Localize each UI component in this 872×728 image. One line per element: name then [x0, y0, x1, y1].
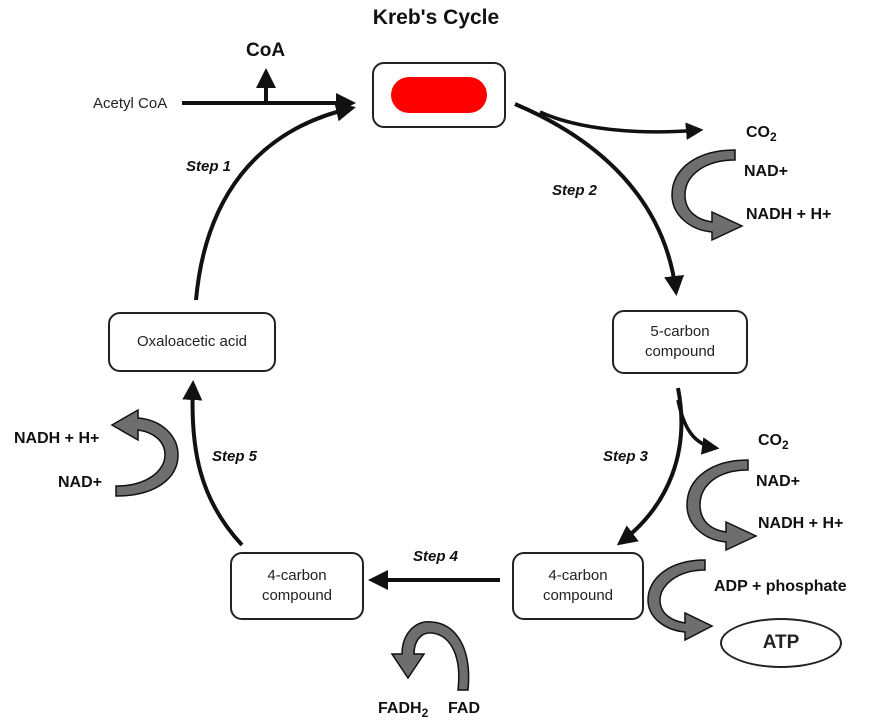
oxaloacetic-acid-box: Oxaloacetic acid	[108, 312, 276, 372]
step2-co2-label: CO2	[746, 124, 777, 145]
step-1-label: Step 1	[186, 158, 232, 175]
coa-label: CoA	[246, 40, 286, 61]
diagram-title: Kreb's Cycle	[372, 6, 500, 29]
fad-label: FAD	[448, 700, 480, 717]
five-carbon-box: 5-carbon compound	[612, 310, 748, 374]
step2-nadh-label: NADH + H+	[746, 206, 832, 223]
acetyl-coa-label: Acetyl CoA	[93, 95, 168, 112]
step5-nad-curved-arrow	[110, 408, 179, 497]
step3-co2-arrow	[676, 399, 720, 455]
step-4-label: Step 4	[413, 548, 459, 565]
four-carbon-left-box: 4-carbon compound	[230, 552, 364, 620]
step-2-label: Step 2	[552, 182, 598, 199]
step3-arrow	[616, 387, 684, 546]
step3-co2-label: CO2	[758, 432, 789, 453]
step2-arrow	[514, 102, 685, 296]
fadh2-label: FADH2	[378, 700, 429, 721]
step2-nad-curved-arrow	[671, 149, 744, 242]
step5-nad-label: NAD+	[58, 474, 103, 491]
step3-nadh-label: NADH + H+	[758, 515, 844, 532]
step1-arrow	[194, 101, 356, 301]
step3-nad-curved-arrow	[686, 459, 758, 552]
step5-nadh-label: NADH + H+	[14, 430, 100, 447]
atp-curved-arrow	[647, 559, 714, 642]
atp-ellipse: ATP	[720, 618, 842, 668]
step5-arrow	[182, 380, 244, 547]
step4-fad-curved-arrow	[390, 621, 470, 691]
hidden-label-redaction	[391, 77, 487, 113]
adp-phosphate-label: ADP + phosphate	[714, 578, 847, 595]
step-3-label: Step 3	[603, 448, 649, 465]
step2-nad-label: NAD+	[744, 163, 789, 180]
citric-acid-box	[372, 62, 506, 128]
step3-nad-label: NAD+	[756, 473, 801, 490]
step2-co2-arrow	[539, 110, 704, 140]
four-carbon-right-box: 4-carbon compound	[512, 552, 644, 620]
step-5-label: Step 5	[212, 448, 258, 465]
